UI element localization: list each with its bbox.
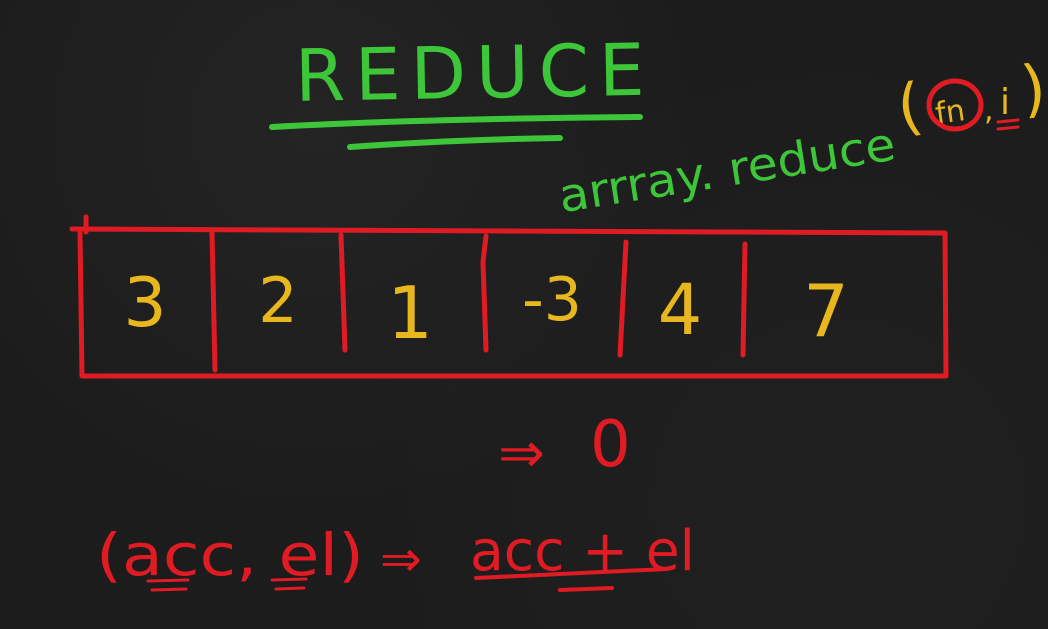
array-divider-3 bbox=[480, 233, 489, 353]
array-cell-value: 2 bbox=[258, 264, 297, 337]
signature-close-paren: ) bbox=[1018, 51, 1048, 126]
title-underline bbox=[269, 114, 643, 130]
array-divider-1 bbox=[209, 229, 218, 373]
array-divider-2 bbox=[338, 232, 348, 353]
acc-param-underline bbox=[146, 578, 190, 592]
array-divider-4 bbox=[617, 239, 629, 358]
title-underline-second bbox=[347, 135, 563, 150]
array-cell-value: 7 bbox=[803, 269, 849, 353]
signature-comma: , bbox=[984, 93, 994, 128]
array-box-outline bbox=[69, 214, 949, 379]
signature-init-arg: i bbox=[1000, 82, 1010, 123]
array-cell-value: -3 bbox=[522, 265, 582, 335]
callback-body-underline bbox=[474, 567, 668, 592]
array-divider-5 bbox=[740, 241, 748, 358]
array-cell-value: 3 bbox=[123, 264, 166, 343]
signature-prefix: arrray. reduce bbox=[555, 117, 899, 224]
el-param-underline bbox=[270, 577, 308, 591]
init-arg-underline bbox=[996, 118, 1020, 131]
result-value: 0 bbox=[590, 408, 631, 482]
result-arrow: ⇒ bbox=[498, 421, 545, 486]
array-cell-value: 1 bbox=[387, 271, 433, 355]
fn-highlight-circle bbox=[926, 78, 984, 132]
callback-params: (acc, el) bbox=[96, 521, 364, 589]
signature-open-paren: ( bbox=[893, 69, 927, 145]
callback-arrow: ⇒ bbox=[380, 530, 422, 588]
array-cell-value: 4 bbox=[658, 269, 703, 351]
title-text: REDUCE bbox=[294, 28, 655, 118]
